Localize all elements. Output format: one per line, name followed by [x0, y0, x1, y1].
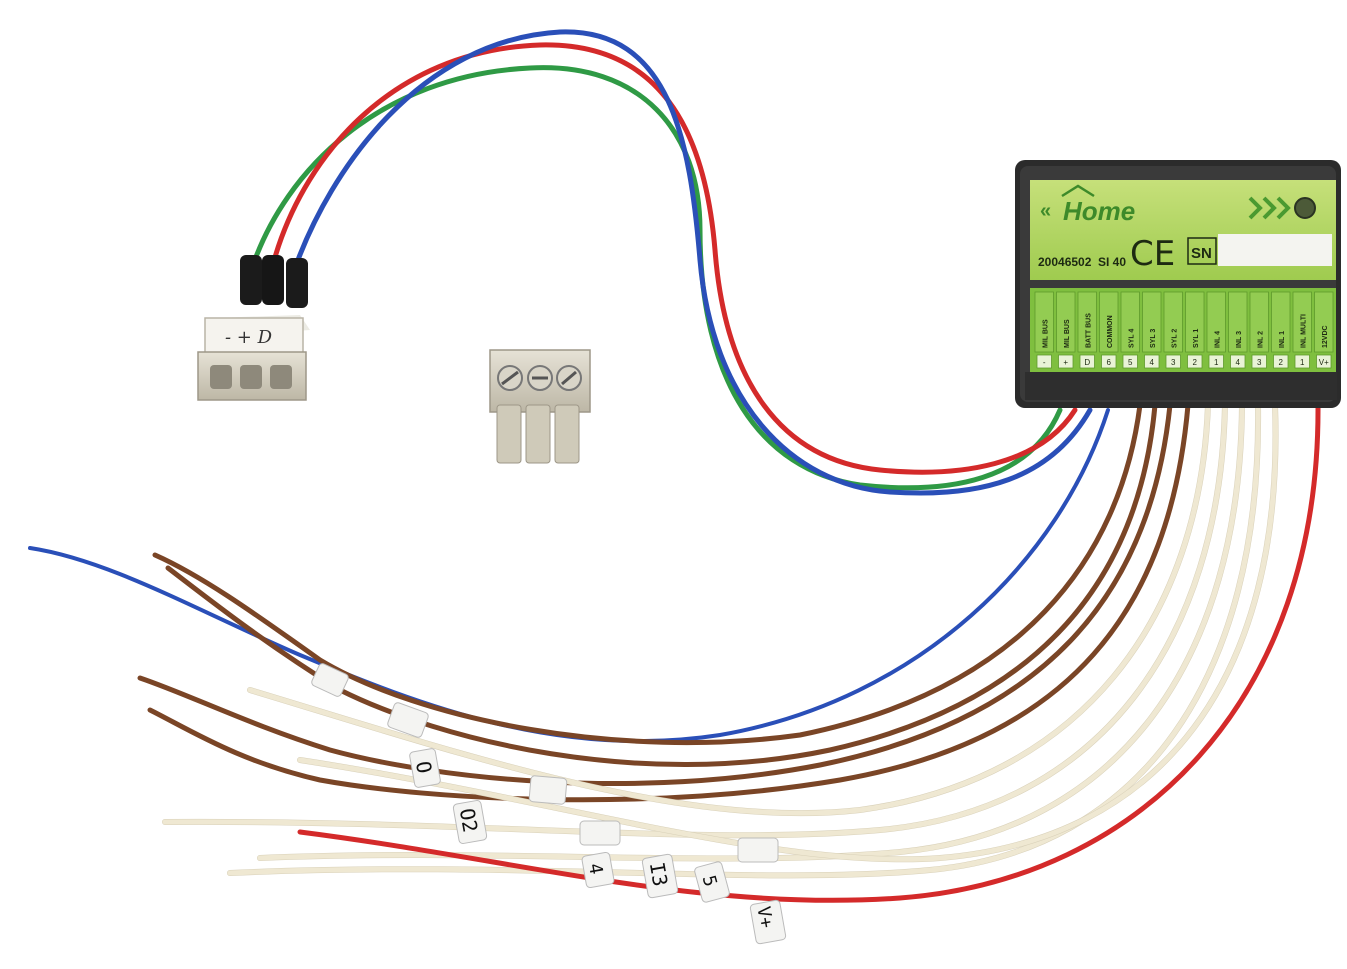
terminal-mark: -	[1043, 358, 1046, 367]
wire-brown	[147, 402, 1191, 803]
wire-white	[162, 402, 1228, 838]
brand-logo: « Home	[1040, 184, 1135, 226]
wire-marker	[387, 702, 429, 738]
wire-marker: O2	[452, 800, 488, 844]
terminal-column: INL 3 4	[1228, 291, 1248, 369]
terminal-name: COMMON	[1107, 315, 1114, 348]
terminal-column: SYL 4 5	[1120, 291, 1140, 369]
brand-logo-text: Home	[1063, 196, 1135, 226]
screw-terminal-plug	[489, 349, 591, 464]
terminal-name: MIL BUS	[1064, 319, 1071, 348]
sleeve	[286, 258, 308, 308]
bus-wire-green	[249, 65, 1063, 491]
terminal-column: INL 4 1	[1206, 291, 1226, 369]
terminal-mark: V+	[1319, 358, 1329, 367]
terminal-mark: +	[1063, 358, 1068, 367]
part-number: 20046502	[1038, 255, 1092, 269]
terminal-column: SYL 2 3	[1163, 291, 1183, 369]
interface-module: « Home 20046502 SI 40 CE SN MIL BUS-MIL …	[1015, 160, 1341, 408]
terminal-name: INL 1	[1279, 331, 1286, 348]
wire-marker	[528, 775, 568, 805]
sleeve	[262, 255, 284, 305]
wire-brown	[165, 402, 1158, 768]
wire-marker: 4	[581, 851, 615, 889]
terminal-mark: 5	[1128, 358, 1133, 367]
wire-marker: 5	[694, 861, 730, 903]
terminal-mark: 4	[1236, 358, 1241, 367]
terminal-mark: 6	[1107, 358, 1112, 367]
terminal-name: SYL 3	[1150, 329, 1157, 348]
bus-connector-label: - + D	[225, 327, 273, 348]
terminal-column: INL 2 3	[1249, 291, 1269, 369]
wire-marker-label: I3	[645, 860, 673, 888]
wire-markers: O O2 4 I3 5 V+	[311, 663, 787, 945]
wire-marker: O	[409, 748, 441, 788]
terminal-mark: 1	[1214, 358, 1219, 367]
terminal-name: INL MULTI	[1300, 314, 1307, 348]
wire-white	[257, 402, 1245, 861]
terminal-name: SYL 2	[1171, 329, 1178, 348]
sleeve	[240, 255, 262, 305]
serial-number-field	[1218, 234, 1332, 266]
terminal-name: INL 3	[1236, 331, 1243, 348]
terminal-name: INL 4	[1214, 331, 1221, 348]
terminal-mark: 2	[1193, 358, 1198, 367]
terminal-column: BATT BUS D	[1077, 291, 1097, 369]
terminal-column: MIL BUS +	[1056, 291, 1076, 369]
heatshrink-sleeves	[240, 255, 308, 308]
serial-number-label: SN	[1191, 245, 1212, 262]
terminal-mark: 2	[1279, 358, 1284, 367]
terminal-name: INL 2	[1257, 331, 1264, 348]
wire-white	[297, 402, 1279, 862]
bus-connector-plug: - + D	[197, 315, 310, 401]
signal-chevrons-icon	[1248, 196, 1291, 220]
wire-white	[247, 402, 1211, 817]
terminal-mark: D	[1084, 358, 1090, 367]
wire-marker-label: O2	[455, 806, 483, 834]
status-led	[1294, 197, 1316, 219]
terminal-mark: 3	[1257, 358, 1262, 367]
terminal-column: INL 1 2	[1271, 291, 1291, 369]
wire-marker-label: 4	[584, 862, 607, 876]
terminal-name: SYL 1	[1193, 329, 1200, 348]
terminal-name: SYL 4	[1128, 329, 1135, 348]
terminal-column: 12VDC V+	[1314, 291, 1334, 369]
terminal-name: BATT BUS	[1085, 313, 1092, 348]
wire-marker-label: 5	[698, 873, 721, 889]
wire-marker	[579, 820, 621, 846]
terminal-mark: 4	[1150, 358, 1155, 367]
terminal-column: COMMON 6	[1099, 291, 1119, 369]
wire-brown	[152, 402, 1143, 746]
terminal-name: MIL BUS	[1042, 319, 1049, 348]
terminal-column: MIL BUS -	[1034, 291, 1054, 369]
output-wires	[28, 402, 1321, 903]
wire-marker: V+	[749, 899, 787, 945]
wire-white	[227, 402, 1261, 878]
wire-marker: I3	[641, 853, 679, 899]
wire-white	[162, 402, 1228, 839]
terminal-mark: 1	[1300, 358, 1305, 367]
bus-cable	[249, 29, 1093, 496]
wire-marker-label: V+	[752, 905, 776, 930]
wire-brown	[137, 402, 1173, 787]
wire-red	[297, 402, 1321, 903]
wire-marker	[311, 663, 349, 697]
bus-wire-red	[269, 42, 1078, 475]
svg-text:«: «	[1040, 200, 1051, 222]
terminal-column: SYL 3 4	[1142, 291, 1162, 369]
terminal-mark: 3	[1171, 358, 1176, 367]
wire-marker-label: O	[411, 759, 437, 775]
wire-white	[247, 402, 1211, 816]
bus-wire-blue	[292, 29, 1093, 496]
model-number: SI 40	[1098, 255, 1126, 269]
terminal-column: SYL 1 2	[1185, 291, 1205, 369]
terminal-name: 12VDC	[1322, 325, 1329, 348]
wire-marker	[737, 837, 779, 863]
terminal-column: INL MULTI 1	[1292, 291, 1312, 369]
ce-mark: CE	[1130, 234, 1175, 274]
